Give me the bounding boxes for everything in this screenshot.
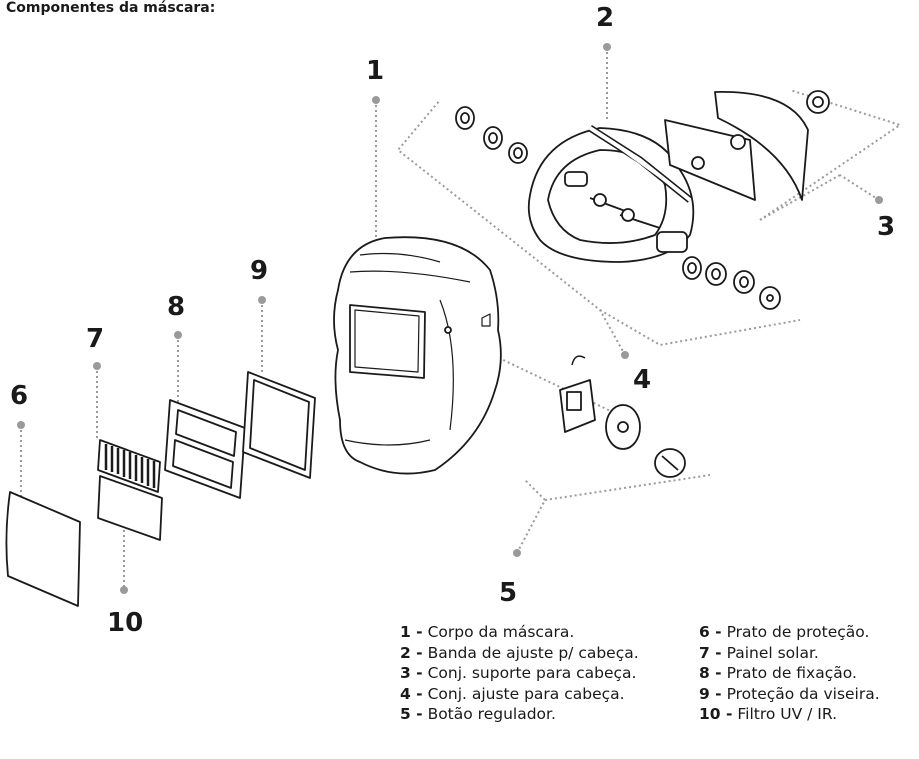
- callout-number-1: 1: [366, 56, 385, 86]
- legend-num-5: 5 -: [400, 705, 423, 723]
- legend-text-5: Botão regulador.: [427, 705, 556, 723]
- legend-text-4: Conj. ajuste para cabeça.: [427, 684, 625, 703]
- protective-plate: [5, 491, 81, 607]
- legend-text-7: Painel solar.: [726, 643, 819, 662]
- leader-line-4: [396, 99, 801, 356]
- legend-item-7: 7 - Painel solar.: [699, 643, 880, 664]
- legend-item-9: 9 - Proteção da viseira.: [699, 684, 880, 705]
- callout-number-3: 3: [877, 212, 896, 242]
- legend-num-4: 4 -: [400, 684, 423, 703]
- legend-text-1: Corpo da máscara.: [427, 623, 575, 641]
- callout-number-6: 6: [10, 381, 29, 411]
- diagram-title: Componentes da máscara:: [6, 0, 216, 16]
- legend-item-5: 5 - Botão regulador.: [400, 704, 639, 725]
- callout-dot-3: [875, 196, 883, 204]
- solar-panel: [97, 439, 161, 493]
- adjustment-bolts: [589, 193, 661, 229]
- legend-left-column: 1 - Corpo da máscara. 2 - Banda de ajust…: [400, 622, 639, 725]
- legend-text-9: Proteção da viseira.: [726, 684, 880, 703]
- legend-item-3: 3 - Conj. suporte para cabeça.: [400, 663, 639, 684]
- callout-dot-8: [174, 331, 182, 339]
- legend-num-10: 10 -: [699, 705, 733, 723]
- uv-ir-filter: [97, 475, 163, 541]
- callout-dot-9: [258, 296, 266, 304]
- callout-number-2: 2: [596, 3, 615, 33]
- legend-text-6: Prato de proteção.: [726, 623, 870, 641]
- callout-number-4: 4: [633, 365, 652, 395]
- helmet-body: [333, 236, 502, 475]
- callout-dot-2: [603, 43, 611, 51]
- legend-num-7: 7 -: [699, 643, 722, 662]
- legend-item-4: 4 - Conj. ajuste para cabeça.: [400, 684, 639, 705]
- legend-num-3: 3 -: [400, 664, 423, 682]
- legend-text-2: Banda de ajuste p/ cabeça.: [427, 643, 639, 662]
- callout-number-8: 8: [167, 292, 186, 322]
- legend-num-6: 6 -: [699, 623, 722, 641]
- legend-right-column: 6 - Prato de proteção. 7 - Painel solar.…: [699, 622, 880, 725]
- legend-item-1: 1 - Corpo da máscara.: [400, 622, 639, 643]
- legend-num-1: 1 -: [400, 623, 423, 641]
- callout-number-5: 5: [499, 578, 518, 608]
- callout-dot-1: [372, 96, 380, 104]
- callout-dot-4: [621, 351, 629, 359]
- legend-text-8: Prato de fixação.: [726, 664, 857, 682]
- legend-num-8: 8 -: [699, 664, 722, 682]
- hardware-washers: [455, 106, 781, 310]
- legend-text-3: Conj. suporte para cabeça.: [427, 664, 637, 682]
- regulator-button: [559, 355, 686, 478]
- legend-item-10: 10 - Filtro UV / IR.: [699, 704, 880, 725]
- callout-dot-5: [513, 549, 521, 557]
- callout-number-7: 7: [86, 324, 105, 354]
- visor-protection: [242, 371, 316, 479]
- callout-dot-10: [120, 586, 128, 594]
- callout-number-9: 9: [250, 256, 269, 286]
- head-support: [664, 90, 830, 201]
- callout-number-10: 10: [107, 608, 144, 638]
- leader-line-5: [516, 474, 711, 554]
- legend-text-10: Filtro UV / IR.: [737, 705, 838, 723]
- legend-item-6: 6 - Prato de proteção.: [699, 622, 880, 643]
- legend-item-2: 2 - Banda de ajuste p/ cabeça.: [400, 643, 639, 664]
- legend-num-2: 2 -: [400, 643, 423, 662]
- callout-dot-7: [93, 362, 101, 370]
- legend-item-8: 8 - Prato de fixação.: [699, 663, 880, 684]
- callout-dot-6: [17, 421, 25, 429]
- legend-num-9: 9 -: [699, 684, 722, 703]
- mounting-frame: [164, 399, 246, 499]
